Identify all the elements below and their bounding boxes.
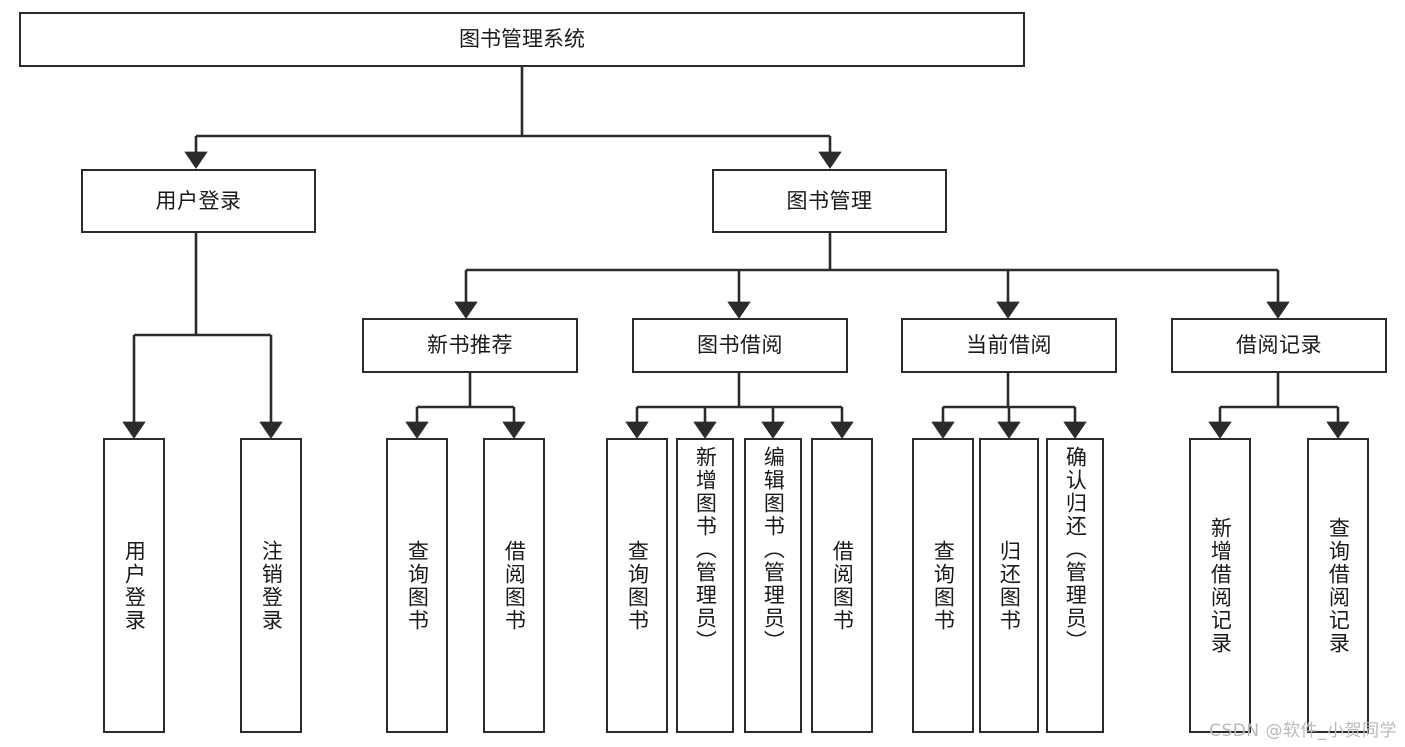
leaf-borrow-book-borrow[interactable]: 借阅图书 (811, 438, 873, 733)
leaf-add-book-admin[interactable]: 新增图书（管理员） (676, 438, 734, 733)
leaf-user-login[interactable]: 用户登录 (103, 438, 165, 733)
leaf-logout[interactable]: 注销登录 (240, 438, 302, 733)
leaf-query-book-current[interactable]: 查询图书 (912, 438, 974, 733)
leaf-query-book-new[interactable]: 查询图书 (386, 438, 448, 733)
node-borrow-record[interactable]: 借阅记录 (1171, 318, 1387, 373)
leaf-add-borrow-record[interactable]: 新增借阅记录 (1189, 438, 1251, 733)
node-new-book-recommend[interactable]: 新书推荐 (362, 318, 578, 373)
leaf-borrow-book-new[interactable]: 借阅图书 (483, 438, 545, 733)
node-user-login[interactable]: 用户登录 (81, 169, 316, 233)
leaf-edit-book-admin[interactable]: 编辑图书（管理员） (744, 438, 802, 733)
watermark-text: CSDN @软件_小贺同学 (1209, 721, 1397, 741)
leaf-return-book[interactable]: 归还图书 (979, 438, 1039, 733)
node-current-borrow[interactable]: 当前借阅 (901, 318, 1117, 373)
leaf-confirm-return-admin[interactable]: 确认归还（管理员） (1046, 438, 1104, 733)
leaf-query-book-borrow[interactable]: 查询图书 (606, 438, 668, 733)
node-book-manage[interactable]: 图书管理 (712, 169, 947, 233)
node-book-borrow[interactable]: 图书借阅 (632, 318, 848, 373)
node-root-system[interactable]: 图书管理系统 (19, 12, 1025, 67)
leaf-query-borrow-record[interactable]: 查询借阅记录 (1307, 438, 1369, 733)
